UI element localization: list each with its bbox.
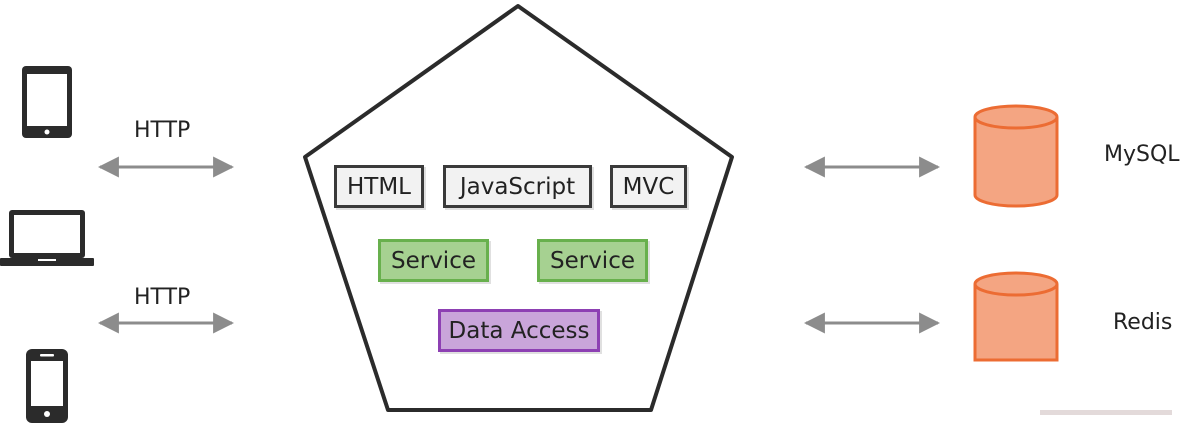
http-label-bottom: HTTP — [134, 285, 191, 310]
laptop-icon — [0, 210, 94, 266]
service-box-left: Service — [378, 239, 489, 282]
http-label-top: HTTP — [134, 118, 191, 143]
mvc-box: MVC — [610, 165, 687, 208]
watermark-strip — [1040, 410, 1172, 415]
html-box: HTML — [334, 165, 424, 208]
mysql-database-icon — [973, 104, 1059, 208]
tablet-icon — [22, 66, 72, 138]
phone-icon — [26, 349, 68, 423]
mysql-label: MySQL — [1104, 142, 1180, 167]
service-box-right: Service — [537, 239, 648, 282]
redis-label: Redis — [1113, 310, 1173, 335]
application-boundary — [303, 4, 734, 412]
redis-database-icon — [973, 271, 1059, 362]
data-access-box: Data Access — [438, 309, 600, 352]
javascript-box: JavaScript — [443, 165, 592, 208]
